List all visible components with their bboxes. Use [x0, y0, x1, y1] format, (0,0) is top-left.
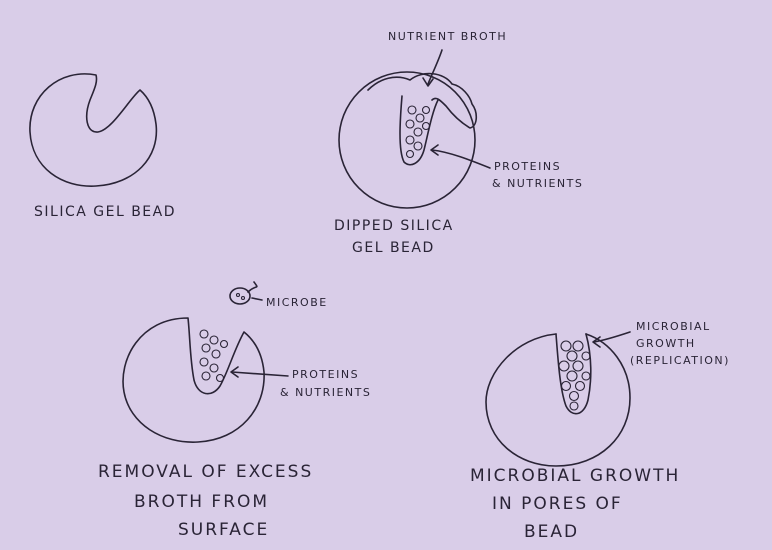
label-proteins-nutrients-1b: & Nutrients	[492, 177, 583, 190]
label-proteins-nutrients-2a: Proteins	[292, 368, 359, 381]
bead-microbial-growth	[486, 332, 630, 466]
label-microbial-growth-3: (Replication)	[630, 354, 730, 367]
label-nutrient-broth: Nutrient Broth	[388, 30, 507, 43]
label-proteins-nutrients-2b: & Nutrients	[280, 386, 371, 399]
label-removal-line1: Removal of Excess	[98, 462, 313, 482]
label-dipped-line2: Gel Bead	[352, 240, 435, 256]
label-microbial-growth-2: Growth	[636, 337, 696, 350]
label-proteins-nutrients-1a: Proteins	[494, 160, 561, 173]
label-growth-pores-line2: in Pores of	[492, 494, 623, 514]
label-removal-line3: Surface	[178, 520, 269, 540]
label-microbial-growth-1: Microbial	[636, 320, 711, 333]
dipped-silica-gel-bead	[339, 50, 490, 208]
label-dipped-line1: Dipped Silica	[334, 218, 454, 234]
label-microbe: Microbe	[266, 296, 328, 309]
silica-gel-bead	[30, 74, 156, 186]
label-growth-pores-line3: Bead	[524, 522, 579, 542]
label-removal-line2: Broth from	[134, 492, 269, 512]
bead-excess-removed	[123, 282, 288, 442]
label-silica-gel-bead: Silica Gel Bead	[34, 204, 176, 220]
label-growth-pores-line1: Microbial Growth	[470, 466, 680, 486]
